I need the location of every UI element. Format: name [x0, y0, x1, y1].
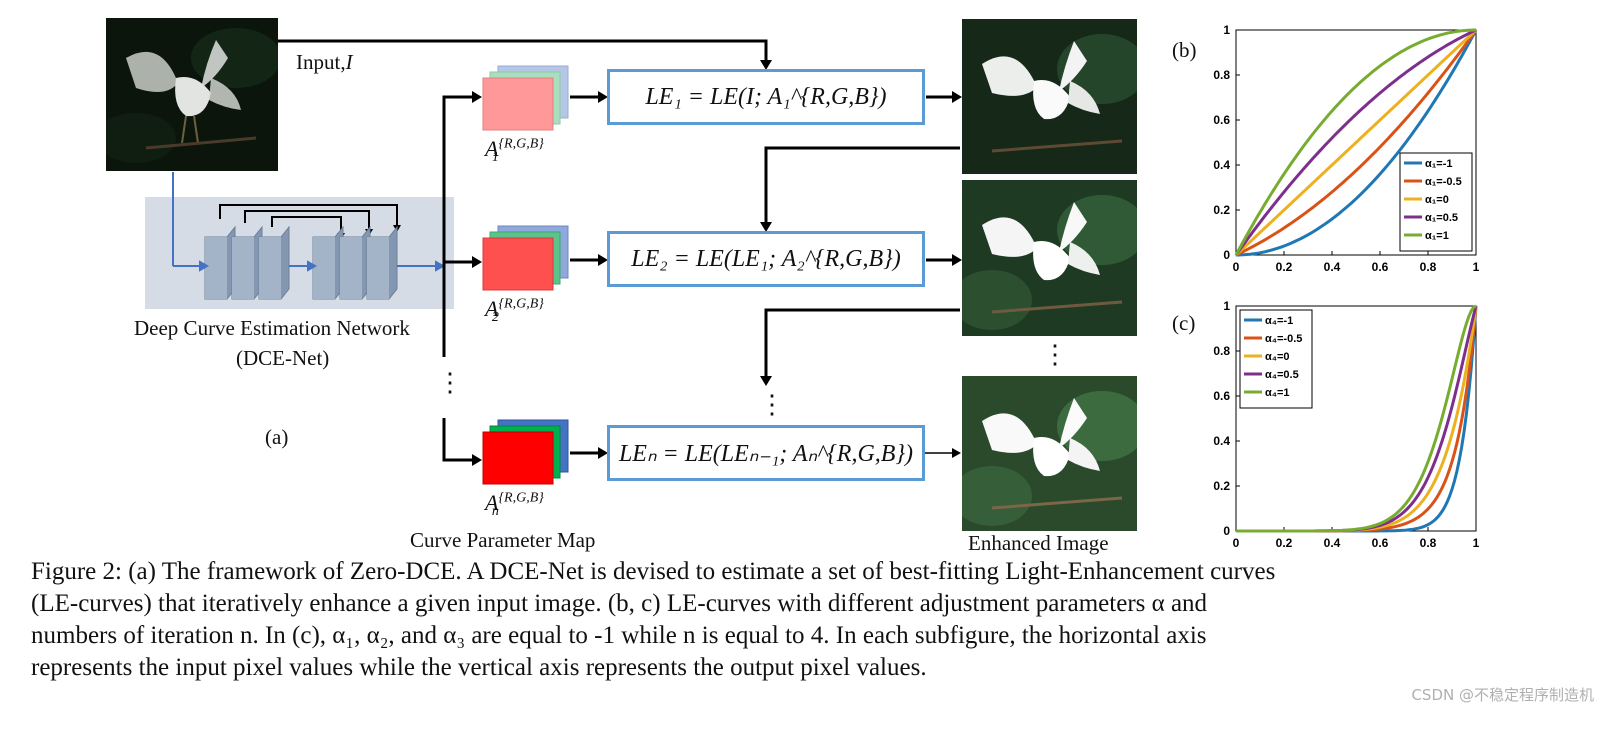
- input-label-text: Input,: [296, 50, 346, 74]
- flow-arrows: [278, 39, 962, 466]
- x-tick-label: 0.4: [1324, 536, 1341, 550]
- vertical-ellipsis-trunk: ⋮: [437, 368, 463, 397]
- caption-line-3: numbers of iteration n. In (c), α₁, α₂, …: [31, 622, 1207, 649]
- y-tick-label: 0.6: [1213, 113, 1230, 127]
- x-tick-label: 0.6: [1372, 536, 1389, 550]
- param-map-1: [482, 65, 569, 131]
- le-box-n: LEₙ = LE(LEₙ₋₁; Aₙ^{R,G,B}): [607, 425, 925, 481]
- y-tick-label: 0.8: [1213, 68, 1230, 82]
- curve-param-map-label: Curve Parameter Map: [410, 528, 596, 552]
- x-tick-label: 0: [1233, 260, 1240, 274]
- param-1-base: A: [485, 136, 499, 161]
- y-tick-label: 0.2: [1213, 479, 1230, 493]
- param-1-sub: 1: [491, 150, 499, 166]
- enhanced-image-label: Enhanced Image: [968, 531, 1109, 555]
- legend-label: α₄=0: [1265, 351, 1290, 363]
- y-tick-label: 0: [1223, 248, 1230, 262]
- dce-net-diagram: [173, 204, 446, 300]
- y-tick-label: 0.6: [1213, 389, 1230, 403]
- param-n-base: A: [485, 490, 499, 515]
- param-map-2: [482, 225, 569, 291]
- network-abbr: (DCE-Net): [236, 346, 330, 370]
- enhanced-image-2: [962, 180, 1137, 336]
- chart-c: 0 0.2 0.4 0.6 0.8 1 0 0.2 0.4 0.6 0.8 1 α₄=-1 α₄=-0.5…: [1213, 299, 1480, 550]
- param-label-2: A{R,G,B}2: [485, 296, 544, 326]
- legend-label: α₄=1: [1265, 387, 1290, 399]
- y-tick-label: 0.4: [1213, 434, 1230, 448]
- legend-label: α₄=-1: [1265, 315, 1293, 327]
- series-line: [1234, 28, 1478, 257]
- param-2-base: A: [485, 296, 499, 321]
- le-equation-n: LEₙ = LE(LEₙ₋₁; Aₙ^{R,G,B}): [618, 440, 914, 467]
- x-tick-label: 1: [1473, 260, 1480, 274]
- dce-net-background: [145, 197, 454, 309]
- series-line: [1236, 29, 1478, 257]
- x-tick-label: 0: [1233, 536, 1240, 550]
- caption-line-4: represents the input pixel values while …: [31, 654, 927, 681]
- caption-line-1: Figure 2: (a) The framework of Zero-DCE.…: [31, 558, 1276, 585]
- input-label: Input,I: [296, 50, 353, 75]
- enhanced-image-n: [962, 376, 1137, 531]
- x-tick-label: 0.2: [1276, 536, 1293, 550]
- param-n-sub: n: [491, 504, 499, 520]
- vertical-ellipsis-le: ⋮: [759, 390, 785, 419]
- series-line: [1236, 304, 1477, 533]
- legend-label: α₁=-1: [1425, 158, 1453, 170]
- le-box-1: LE₁ = LE(I; A₁^{R,G,B}): [607, 69, 925, 125]
- le-equation-1: LE₁ = LE(I; A₁^{R,G,B}): [645, 83, 887, 110]
- series-line: [1234, 28, 1477, 256]
- watermark: CSDN @不稳定程序制造机: [1411, 686, 1594, 704]
- series-line: [1234, 28, 1476, 256]
- y-tick-label: 0.2: [1213, 203, 1230, 217]
- enhanced-image-1: [962, 19, 1137, 174]
- panel-b-tag: (b): [1172, 38, 1197, 62]
- figure-caption: Figure 2: (a) The framework of Zero-DCE.…: [31, 556, 1591, 684]
- panel-c-tag: (c): [1172, 311, 1196, 335]
- network-title: Deep Curve Estimation Network: [134, 316, 410, 340]
- chart-b: 0 0.2 0.4 0.6 0.8 1 0 0.2 0.4 0.6 0.8 1 α₁=-1 α₁=-0.5…: [1213, 23, 1480, 274]
- x-tick-label: 0.8: [1420, 536, 1437, 550]
- y-tick-label: 0.8: [1213, 344, 1230, 358]
- param-label-n: A{R,G,B}n: [485, 490, 544, 520]
- x-tick-label: 0.2: [1276, 260, 1293, 274]
- legend-label: α₄=0.5: [1265, 369, 1299, 381]
- le-box-2: LE₂ = LE(LE₁; A₂^{R,G,B}): [607, 231, 925, 287]
- legend-label: α₁=-0.5: [1425, 176, 1462, 188]
- param-2-sup: {R,G,B}: [498, 296, 544, 312]
- panel-a-tag: (a): [265, 425, 289, 449]
- x-tick-label: 0.6: [1372, 260, 1389, 274]
- legend-label: α₁=0.5: [1425, 212, 1458, 224]
- y-tick-label: 0: [1223, 524, 1230, 538]
- param-map-n: [482, 419, 569, 485]
- y-tick-label: 1: [1223, 23, 1230, 37]
- param-n-sup: {R,G,B}: [498, 490, 544, 506]
- y-tick-label: 1: [1223, 299, 1230, 313]
- param-label-1: A{R,G,B}1: [485, 136, 544, 166]
- legend-label: α₁=1: [1425, 230, 1449, 242]
- param-2-sub: 2: [491, 310, 499, 326]
- legend-label: α₁=0: [1425, 194, 1449, 206]
- legend-label: α₄=-0.5: [1265, 333, 1302, 345]
- series-line: [1235, 29, 1478, 257]
- y-tick-label: 0.4: [1213, 158, 1230, 172]
- caption-line-2: (LE-curves) that iteratively enhance a g…: [31, 590, 1208, 617]
- param-1-sup: {R,G,B}: [498, 136, 544, 152]
- x-tick-label: 0.4: [1324, 260, 1341, 274]
- input-to-dce-arrow: [172, 172, 174, 266]
- le-equation-2: LE₂ = LE(LE₁; A₂^{R,G,B}): [631, 245, 901, 272]
- vertical-ellipsis-images: ⋮: [1042, 340, 1068, 369]
- input-image: [106, 18, 278, 171]
- input-symbol: I: [345, 50, 353, 74]
- x-tick-label: 0.8: [1420, 260, 1437, 274]
- x-tick-label: 1: [1473, 536, 1480, 550]
